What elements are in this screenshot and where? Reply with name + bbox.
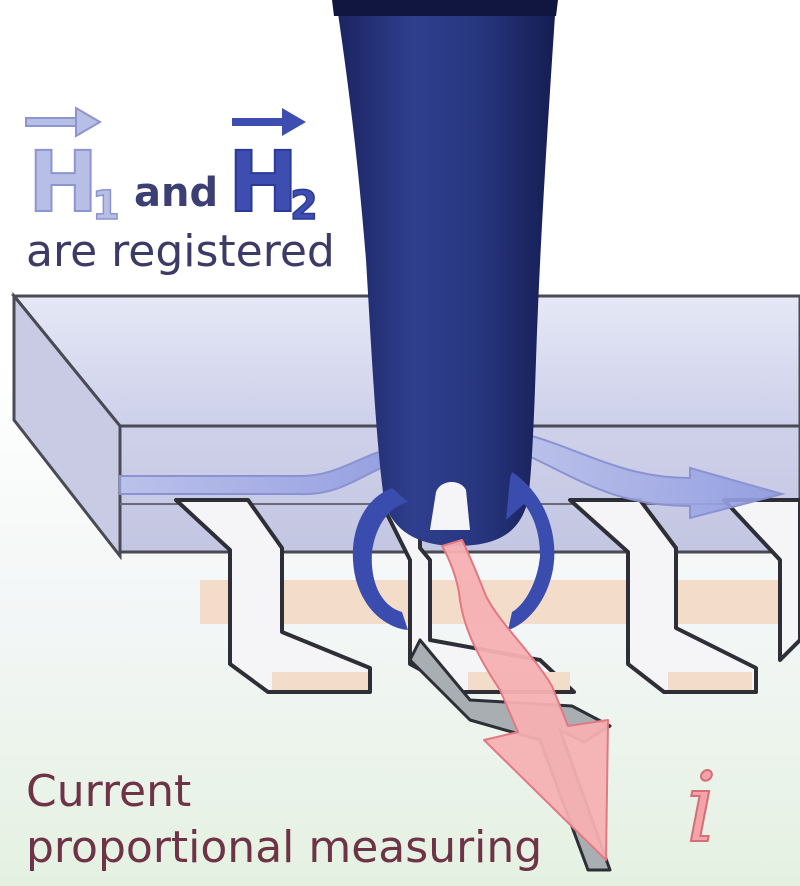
h1-subscript: 1 <box>91 183 120 229</box>
h2-vector-arrow-icon <box>232 108 306 136</box>
probe-sensor-tip <box>430 481 470 530</box>
h2-circular-arrow <box>352 488 408 630</box>
chip-left-side <box>12 291 122 561</box>
h1-label: H <box>27 133 99 231</box>
registered-text: are registered <box>26 226 335 277</box>
h1-vector-arrow-icon <box>25 106 102 138</box>
current-arrow <box>441 539 609 861</box>
h2-label: H <box>227 133 299 231</box>
caption-line-1: Current <box>26 766 192 817</box>
and-text: and <box>134 170 219 216</box>
h2-circular-arrow-head <box>506 472 555 630</box>
h2-subscript: 2 <box>289 183 318 229</box>
h1-flow-arrow-right <box>518 432 786 520</box>
probe-body <box>336 0 556 546</box>
current-symbol: i <box>685 752 718 864</box>
caption-line-2: proportional measuring <box>26 822 543 873</box>
chip-pin <box>174 498 800 694</box>
